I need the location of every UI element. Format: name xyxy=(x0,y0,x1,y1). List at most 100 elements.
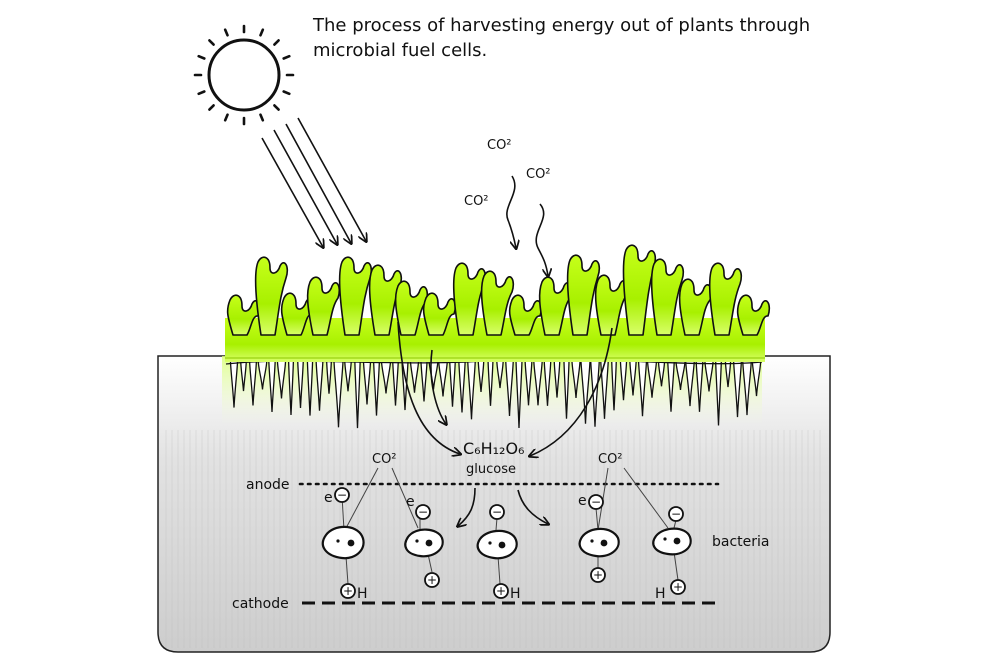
plant-frond xyxy=(538,276,573,336)
root xyxy=(732,359,743,418)
co2-label-a: CO² xyxy=(487,138,512,153)
electron-label-1: e xyxy=(324,490,333,506)
plant-frond xyxy=(508,294,543,336)
plant-frond xyxy=(254,256,289,336)
root xyxy=(629,359,637,396)
root xyxy=(240,359,247,392)
root xyxy=(326,359,332,394)
sun-ray xyxy=(282,90,291,96)
sun-ray xyxy=(273,104,280,111)
root xyxy=(533,359,543,406)
proton-sign-5: + xyxy=(673,580,683,594)
electron-label-2: e xyxy=(406,494,415,510)
root xyxy=(675,359,686,390)
proton-sign-4: + xyxy=(593,568,603,582)
root xyxy=(420,359,428,402)
root xyxy=(646,359,658,398)
root xyxy=(297,359,304,408)
root xyxy=(724,359,732,388)
root xyxy=(619,359,628,401)
root xyxy=(637,359,648,417)
sun-ray xyxy=(197,90,206,96)
soil-container xyxy=(157,355,831,653)
root xyxy=(742,359,752,416)
electron-sign-3: − xyxy=(492,505,502,519)
cathode-label: cathode xyxy=(232,596,289,612)
root xyxy=(229,359,239,408)
sun-ray xyxy=(259,113,265,122)
sun-ray xyxy=(273,39,280,46)
plant-frond xyxy=(736,294,771,336)
root xyxy=(695,359,704,412)
root xyxy=(257,359,268,390)
diagram-title: The process of harvesting energy out of … xyxy=(313,15,811,61)
hydrogen-label-1: H xyxy=(357,586,368,602)
proton-sign-1: + xyxy=(343,584,353,598)
root xyxy=(543,359,552,406)
root xyxy=(524,359,533,406)
root xyxy=(685,359,695,407)
root xyxy=(515,359,523,429)
electron-sign-2: − xyxy=(418,505,428,519)
root xyxy=(487,359,494,406)
sun-icon xyxy=(193,24,295,126)
root xyxy=(657,359,666,387)
co2-label-c: CO² xyxy=(464,194,489,209)
root xyxy=(590,359,600,427)
root xyxy=(553,359,561,398)
roots-icon xyxy=(225,358,763,429)
soil-texture xyxy=(165,430,821,648)
root xyxy=(496,359,504,389)
electron-label-3: e xyxy=(578,493,587,509)
root xyxy=(449,359,456,407)
root xyxy=(333,359,344,428)
co2-label-b: CO² xyxy=(526,167,551,182)
plant-frond xyxy=(480,270,515,336)
plant-frond xyxy=(226,294,261,336)
root xyxy=(372,359,381,416)
root xyxy=(315,359,324,411)
root xyxy=(354,359,361,429)
sun-ray xyxy=(208,104,215,111)
root xyxy=(362,359,372,405)
sun-ray xyxy=(208,39,215,46)
root xyxy=(287,359,295,415)
sun-ray xyxy=(223,28,229,37)
root xyxy=(667,359,675,412)
sunlight-rays-icon xyxy=(261,117,366,247)
sun-ray xyxy=(197,54,206,60)
hydrogen-label-3: H xyxy=(655,586,666,602)
root xyxy=(248,359,258,406)
glucose-formula: C₆H₁₂O₆ xyxy=(463,439,524,458)
root xyxy=(580,359,591,424)
co2-intake-arrows xyxy=(506,175,548,276)
plant-frond xyxy=(622,244,657,336)
root xyxy=(611,359,617,411)
plant-frond xyxy=(678,278,713,336)
bacteria-cell-icon xyxy=(321,525,692,560)
sun-ray xyxy=(223,113,229,122)
plant-frond xyxy=(594,274,629,336)
electron-icon xyxy=(334,487,684,522)
plant-frond xyxy=(306,276,341,336)
co2-label-left: CO² xyxy=(372,452,397,467)
anode-label: anode xyxy=(246,477,290,493)
plant-frond xyxy=(708,262,743,336)
root xyxy=(409,359,420,393)
root xyxy=(392,359,399,406)
root xyxy=(438,359,448,397)
sun-ray xyxy=(282,54,291,60)
root xyxy=(344,359,352,392)
plant-frond xyxy=(566,254,601,336)
root xyxy=(276,359,287,399)
plant-frond xyxy=(338,256,373,336)
plant-leaves-icon xyxy=(225,244,771,362)
root xyxy=(505,359,514,416)
root xyxy=(268,359,276,412)
plant-frond xyxy=(422,292,457,336)
plant-frond xyxy=(650,258,685,336)
co2-label-right: CO² xyxy=(598,452,623,467)
electron-sign-1: − xyxy=(337,488,347,502)
